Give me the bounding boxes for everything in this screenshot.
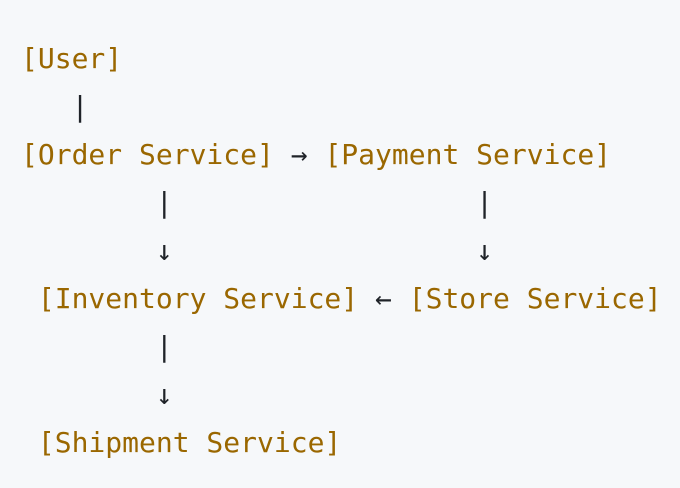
service-node-text: [Payment Service]	[324, 138, 612, 171]
diagram-line: [Order Service] → [Payment Service]	[21, 131, 662, 179]
connector-text: ←	[358, 282, 409, 315]
service-node-text: [Order Service]	[21, 138, 274, 171]
connector-text: |	[21, 90, 89, 123]
connector-text: |	[21, 330, 173, 363]
diagram-line: |	[21, 83, 662, 131]
connector-text	[21, 426, 38, 459]
connector-text: | |	[21, 186, 494, 219]
connector-text: →	[273, 138, 325, 171]
diagram-line: | |	[21, 179, 662, 227]
diagram-line: [User]	[21, 35, 662, 83]
connector-text: ↓	[21, 378, 173, 411]
diagram-line: ↓	[21, 371, 662, 419]
diagram-line: ↓ ↓	[21, 227, 662, 275]
diagram-line: [Shipment Service]	[21, 419, 662, 467]
service-node-text: [Shipment Service]	[37, 426, 342, 459]
service-node-text: [Store Service]	[408, 282, 662, 315]
connector-text	[21, 282, 38, 315]
service-node-text: [Inventory Service]	[37, 282, 359, 315]
diagram-line: |	[21, 323, 662, 371]
connector-text: ↓ ↓	[21, 234, 494, 267]
diagram-line: [Inventory Service] ← [Store Service]	[21, 275, 662, 323]
service-node-text: [User]	[21, 42, 123, 75]
